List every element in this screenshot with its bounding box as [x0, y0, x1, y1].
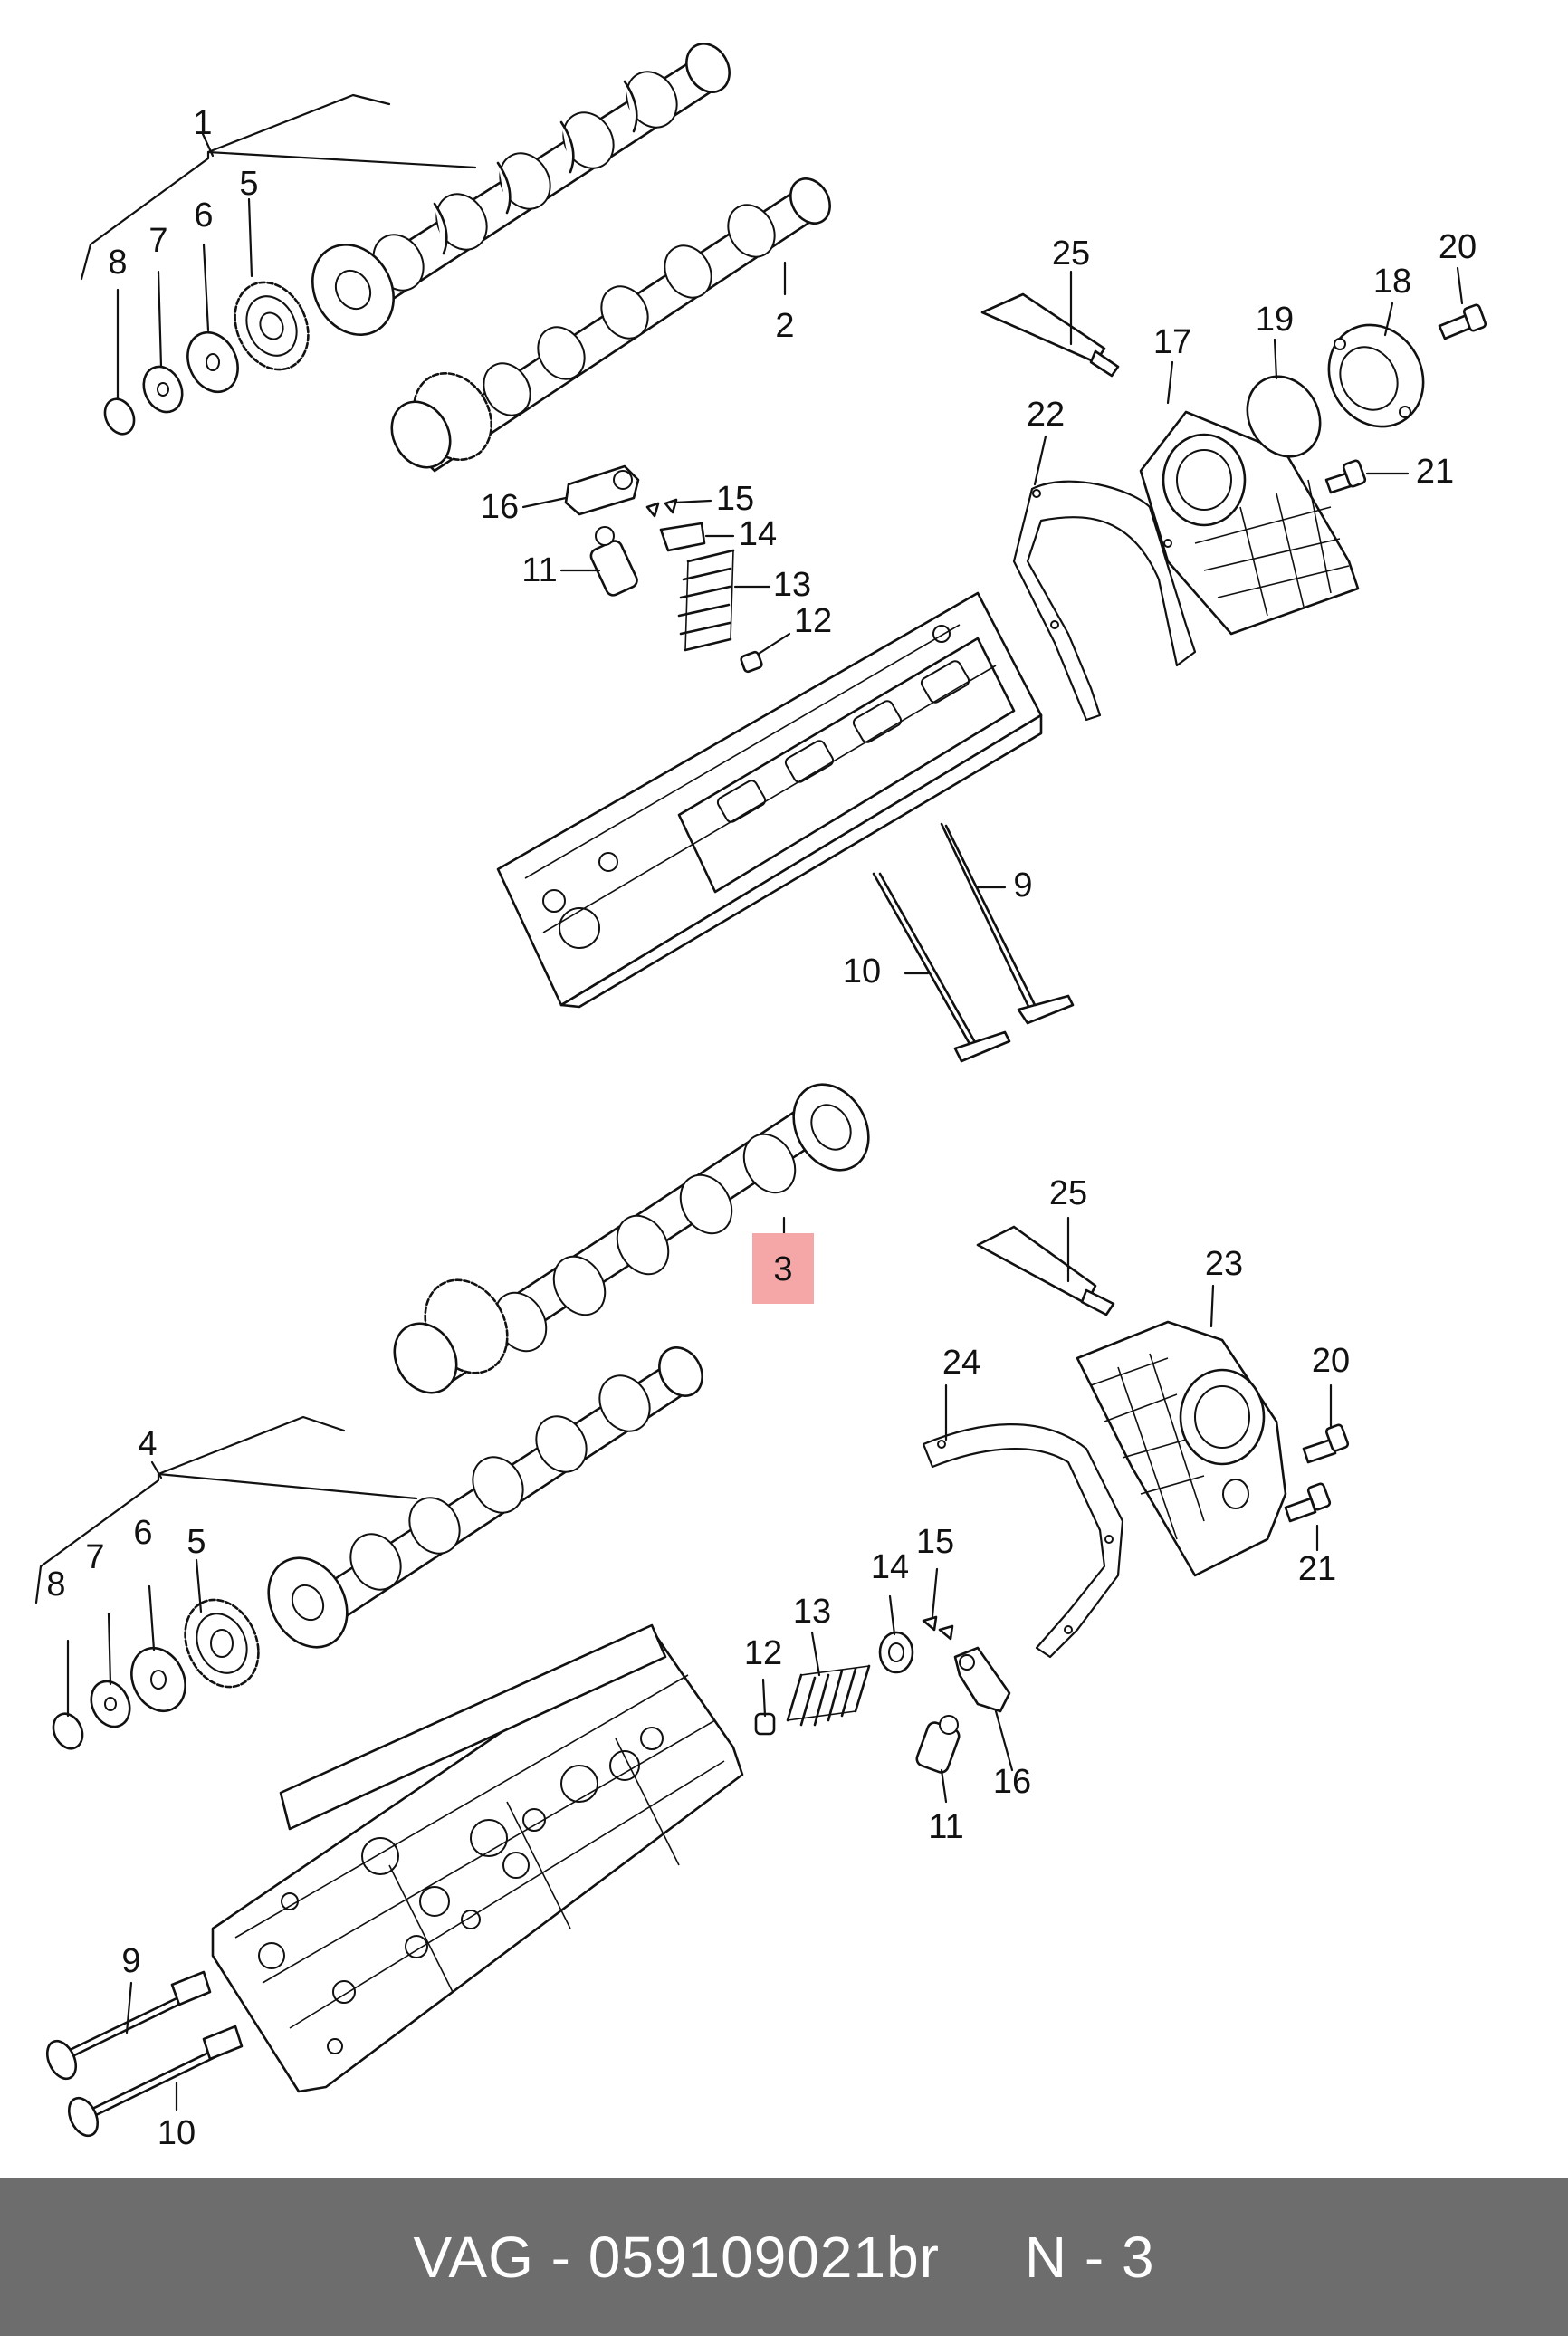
- callout-17: 17: [1153, 323, 1191, 361]
- tappet-11-upper: [589, 526, 638, 597]
- spring-13-upper: [677, 549, 735, 652]
- callout-1: 1: [193, 104, 212, 142]
- camshaft-4: [267, 1346, 703, 1649]
- callout-16-lower: 16: [993, 1763, 1031, 1801]
- valve-9-upper: [940, 822, 1075, 1025]
- bolt-20-upper: [1438, 303, 1487, 340]
- callout-16: 16: [481, 488, 519, 526]
- gasket-22: [1012, 480, 1197, 722]
- callout-14-lower: 14: [871, 1548, 909, 1586]
- cylinder-head-lower: [211, 1623, 744, 2093]
- rocker-16-lower: [953, 1646, 1011, 1713]
- callout-21-lower: 21: [1298, 1550, 1336, 1588]
- timing-cover-17: [1139, 410, 1360, 636]
- callout-6: 6: [194, 196, 213, 235]
- callout-21: 21: [1416, 453, 1454, 491]
- callout-19: 19: [1256, 301, 1294, 339]
- callout-8-lower: 8: [46, 1565, 65, 1604]
- camshaft-2: [390, 177, 831, 473]
- callout-9-lower: 9: [121, 1942, 140, 1980]
- ring-8-lower: [52, 1712, 84, 1750]
- keepers-15-lower: [922, 1615, 954, 1641]
- seal-12-lower: [754, 1712, 776, 1736]
- callout-18: 18: [1373, 263, 1411, 301]
- callout-5: 5: [239, 165, 258, 203]
- retainer-14-upper: [659, 522, 706, 552]
- tappet-11-lower: [915, 1715, 961, 1774]
- callout-12: 12: [794, 602, 832, 640]
- callout-13: 13: [773, 566, 811, 604]
- valve-10-lower: [67, 2025, 244, 2138]
- bolt-21-lower: [1284, 1482, 1332, 1523]
- callout-labels: 1 2 5 6 7 8 25 20 18 17 19 22 21 16 15 1…: [46, 104, 1477, 2152]
- o-ring-19: [1246, 375, 1322, 458]
- spring-13-lower: [786, 1664, 871, 1727]
- callout-9: 9: [1013, 866, 1032, 905]
- callout-25-lower: 25: [1049, 1174, 1087, 1212]
- washer-6-upper: [186, 330, 239, 394]
- callout-4: 4: [138, 1425, 157, 1463]
- washer-7-upper: [142, 365, 184, 414]
- callout-20-lower: 20: [1312, 1342, 1350, 1380]
- callout-7-lower: 7: [85, 1538, 104, 1576]
- callout-8: 8: [108, 244, 127, 282]
- callout-7: 7: [148, 222, 167, 260]
- cover-18: [1327, 323, 1425, 428]
- callout-2: 2: [775, 307, 794, 345]
- callout-25: 25: [1052, 235, 1090, 273]
- callout-3: 3: [773, 1250, 792, 1288]
- callout-23: 23: [1205, 1245, 1243, 1283]
- sprocket-5-upper: [234, 281, 310, 371]
- callout-20: 20: [1439, 228, 1477, 266]
- callout-5-lower: 5: [186, 1523, 206, 1561]
- cylinder-head-upper: [496, 591, 1043, 1009]
- callout-15-lower: 15: [916, 1523, 954, 1561]
- parts-diagram: 1 2 5 6 7 8 25 20 18 17 19 22 21 16 15 1…: [34, 43, 1487, 2152]
- bolt-21-upper: [1324, 459, 1367, 494]
- gasket-24: [922, 1423, 1124, 1659]
- camshaft-3: [393, 1083, 870, 1394]
- callout-6-lower: 6: [133, 1514, 152, 1552]
- callout-10-lower: 10: [158, 2114, 196, 2152]
- valve-9-lower: [45, 1970, 212, 2081]
- sealant-tube-25-lower: [976, 1225, 1115, 1316]
- sprocket-5-lower: [184, 1598, 260, 1689]
- washer-6-lower: [130, 1646, 186, 1713]
- highlight-box-3: [752, 1233, 814, 1304]
- timing-cover-23: [1076, 1320, 1287, 1577]
- footer-bar: VAG - 059109021br N - 3: [0, 2178, 1568, 2336]
- ring-8-upper: [103, 397, 136, 436]
- rocker-16-upper: [564, 464, 640, 516]
- callout-10: 10: [843, 953, 881, 991]
- seal-12-upper: [740, 650, 763, 674]
- callout-11: 11: [521, 551, 557, 589]
- washer-7-lower: [90, 1680, 131, 1728]
- valve-10-upper: [872, 872, 1011, 1063]
- retainer-14-lower: [878, 1631, 914, 1674]
- callout-15: 15: [716, 480, 754, 518]
- leader-lines: [34, 93, 1464, 2111]
- callout-24: 24: [942, 1344, 980, 1382]
- callout-11-lower: 11: [928, 1808, 963, 1846]
- bolt-20-lower: [1302, 1423, 1350, 1464]
- keepers-15-upper: [645, 498, 678, 518]
- callout-22: 22: [1027, 396, 1065, 434]
- callout-13-lower: 13: [793, 1593, 831, 1631]
- sealant-tube-25-upper: [980, 292, 1120, 378]
- callout-12-lower: 12: [744, 1634, 782, 1672]
- callout-14: 14: [739, 515, 777, 553]
- part-number-caption: VAG - 059109021br N - 3: [413, 2224, 1155, 2290]
- camshaft-1: [311, 43, 731, 336]
